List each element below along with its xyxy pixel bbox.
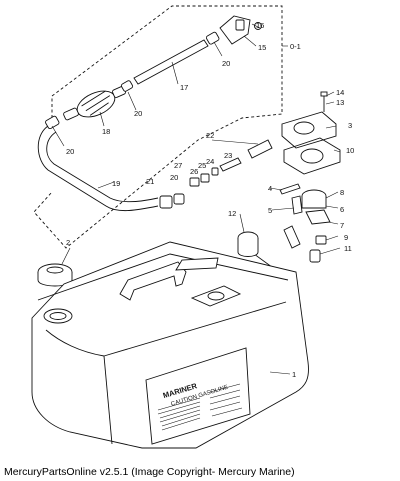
callout-20-c: 20 bbox=[66, 147, 74, 156]
fuel-cap[interactable] bbox=[37, 263, 73, 287]
callout-12: 12 bbox=[228, 209, 236, 218]
callout-21: 21 bbox=[146, 177, 154, 186]
assembly-boundary bbox=[33, 5, 283, 249]
callout-11: 11 bbox=[344, 244, 352, 253]
hose-upper[interactable] bbox=[133, 39, 209, 85]
copyright-caption: MercuryPartsOnline v2.5.1 (Image Copyrig… bbox=[4, 466, 295, 478]
callout-16: 16 bbox=[256, 21, 264, 30]
callout-5: 5 bbox=[268, 206, 272, 215]
callout-7: 7 bbox=[340, 221, 344, 230]
hose-clamp-lower[interactable] bbox=[45, 115, 60, 130]
leader-lines bbox=[51, 23, 341, 375]
callout-3: 3 bbox=[348, 121, 352, 130]
callout-4: 4 bbox=[268, 184, 272, 193]
callout-20-d: 20 bbox=[170, 173, 178, 182]
callout-14: 14 bbox=[336, 88, 344, 97]
hose-clamp-bulb[interactable] bbox=[120, 80, 134, 92]
callout-26: 26 bbox=[190, 167, 198, 176]
fuel-line-hose[interactable] bbox=[37, 125, 159, 212]
callout-8: 8 bbox=[340, 188, 344, 197]
hose-clamp-upper[interactable] bbox=[205, 31, 220, 45]
primer-bulb[interactable] bbox=[63, 86, 126, 122]
callout-6: 6 bbox=[340, 205, 344, 214]
screw[interactable] bbox=[320, 91, 328, 112]
fuel-tank[interactable] bbox=[31, 241, 309, 449]
callout-18: 18 bbox=[102, 127, 110, 136]
callout-9: 9 bbox=[344, 233, 348, 242]
callout-10: 10 bbox=[346, 146, 354, 155]
callout-23: 23 bbox=[224, 151, 232, 160]
callout-25: 25 bbox=[198, 161, 206, 170]
callout-19: 19 bbox=[112, 179, 120, 188]
callout-24: 24 bbox=[206, 157, 214, 166]
engine-connector[interactable] bbox=[219, 15, 262, 45]
callout-27: 27 bbox=[174, 161, 182, 170]
fuel-tank-parts-diagram: MARINER CAUTION GASOLINE 1 2 3 4 bbox=[31, 5, 354, 449]
callout-labels: 1 2 3 4 5 6 7 8 9 10 11 12 13 14 15 16 1… bbox=[66, 21, 354, 379]
fuel-filter[interactable] bbox=[237, 231, 259, 257]
callout-15: 15 bbox=[258, 43, 266, 52]
pickup-tube[interactable] bbox=[279, 183, 303, 249]
fitting-group[interactable] bbox=[159, 139, 273, 209]
callout-22: 22 bbox=[206, 131, 214, 140]
callout-1: 1 bbox=[292, 370, 296, 379]
callout-17: 17 bbox=[180, 83, 188, 92]
gauge-body[interactable] bbox=[301, 189, 331, 225]
callout-13: 13 bbox=[336, 98, 344, 107]
callout-20-a: 20 bbox=[222, 59, 230, 68]
callout-2: 2 bbox=[66, 238, 70, 247]
gasket[interactable] bbox=[283, 137, 341, 175]
callout-20-b: 20 bbox=[134, 109, 142, 118]
assembly-callout: 0-1 bbox=[290, 42, 301, 51]
